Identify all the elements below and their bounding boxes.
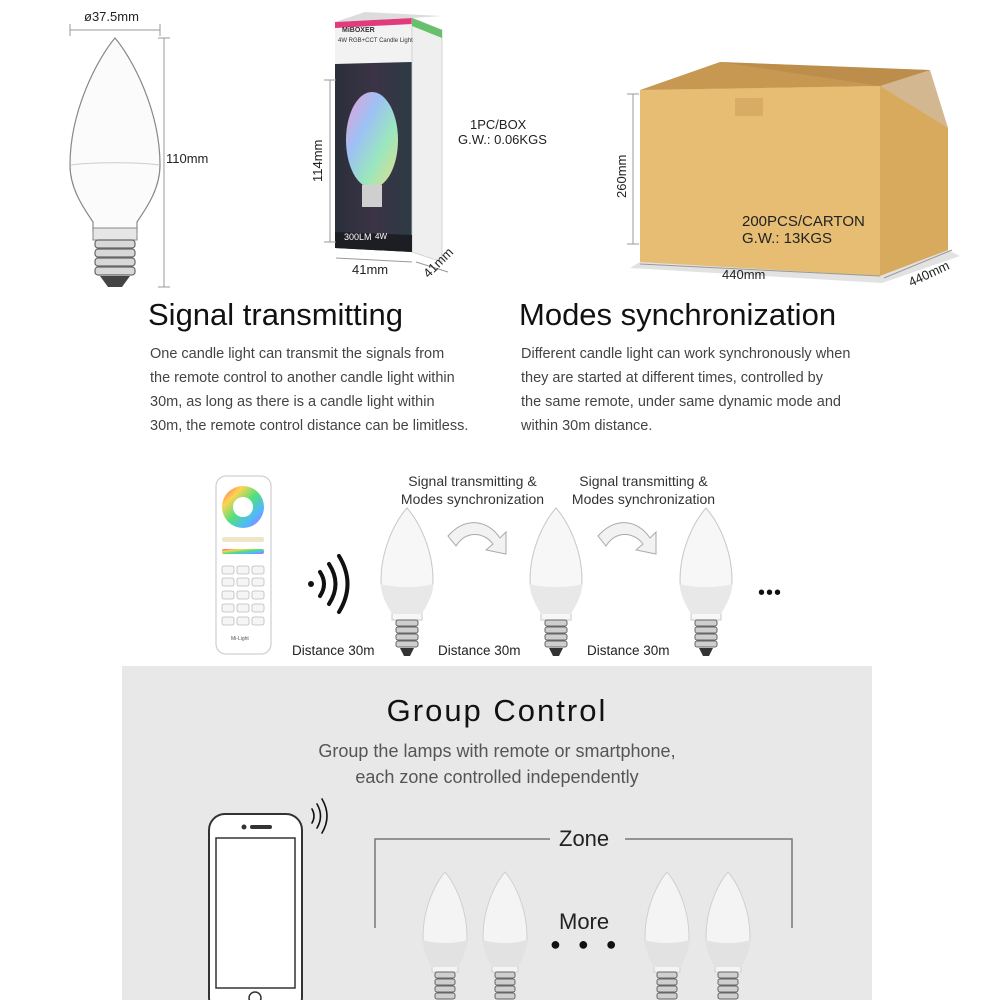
modes-line: within 30m distance. <box>521 418 653 434</box>
box-brand-print: MiBOXER <box>342 27 375 34</box>
distance-label: Distance 30m <box>292 643 375 658</box>
curved-arrow-icon <box>597 522 657 555</box>
box-weight-label: G.W.: 0.06KGS <box>458 132 547 147</box>
chain-bulb <box>529 507 583 657</box>
distance-label: Distance 30m <box>587 643 670 658</box>
remote-brand-label: Mi-Light <box>231 636 249 642</box>
carton-width-label: 440mm <box>722 267 766 282</box>
modes-line: Different candle light can work synchron… <box>521 346 851 362</box>
zone-label: Zone <box>559 826 610 851</box>
box-power-print: 4W <box>375 232 387 241</box>
modes-line: they are started at different times, con… <box>521 370 823 386</box>
chain-bulb <box>679 507 733 657</box>
signal-line: 30m, the remote control distance can be … <box>150 418 469 434</box>
group-control-title: Group Control <box>386 693 608 728</box>
smartphone-drawing <box>208 813 303 1000</box>
box-height-label: 114mm <box>310 139 325 182</box>
signal-description: One candle light can transmit the signal… <box>150 342 490 438</box>
chain-caption-line: Signal transmitting & <box>408 473 537 489</box>
chain-caption-line: Modes synchronization <box>571 491 716 507</box>
signal-line: the remote control to another candle lig… <box>150 370 455 386</box>
more-ellipsis: ••• <box>758 582 783 604</box>
signal-title: Signal transmitting <box>148 297 404 332</box>
bulb-height-label: 110mm <box>166 151 209 166</box>
curved-arrow-icon <box>447 522 507 555</box>
group-subtitle-line: Group the lamps with remote or smartphon… <box>318 741 676 761</box>
chain-bulb <box>380 507 434 657</box>
group-control-diagram <box>208 798 793 1000</box>
zone-bulb <box>422 871 468 1000</box>
chain-caption: Signal transmitting & Modes synchronizat… <box>561 472 726 508</box>
shipping-carton-drawing <box>630 62 960 283</box>
box-pcs-label: 1PC/BOX <box>470 117 527 132</box>
chain-caption: Signal transmitting & Modes synchronizat… <box>390 472 555 508</box>
modes-line: the same remote, under same dynamic mode… <box>521 394 841 410</box>
signal-line: 30m, as long as there is a candle light … <box>150 394 435 410</box>
product-dimension-drawings <box>69 12 960 288</box>
chain-caption-line: Modes synchronization <box>400 491 545 507</box>
zone-bulb <box>644 871 690 1000</box>
bulb-diameter-label: ø37.5mm <box>84 9 139 24</box>
distance-label: Distance 30m <box>438 643 521 658</box>
group-subtitle-line: each zone controlled independently <box>355 767 639 787</box>
zone-bulb <box>482 871 528 1000</box>
box-width-label: 41mm <box>352 262 389 277</box>
box-lumen-print: 300LM <box>344 232 372 242</box>
box-info: 1PC/BOX G.W.: 0.06KGS <box>458 117 547 147</box>
more-dots: ● ● ● <box>550 934 623 954</box>
carton-weight-label: G.W.: 13KGS <box>742 230 833 247</box>
box-model-print: 4W RGB+CCT Candle Light <box>338 38 413 44</box>
signal-chain-diagram <box>215 475 733 657</box>
carton-pcs-label: 200PCS/CARTON <box>742 213 865 230</box>
phone-signal-icon <box>311 798 328 834</box>
wireless-signal-icon <box>308 554 350 614</box>
carton-info: 200PCS/CARTON G.W.: 13KGS <box>742 213 865 247</box>
zone-bulb <box>705 871 751 1000</box>
signal-line: One candle light can transmit the signal… <box>150 346 445 362</box>
group-control-subtitle: Group the lamps with remote or smartphon… <box>122 738 872 790</box>
chain-caption-line: Signal transmitting & <box>579 473 708 489</box>
group-control-panel: Group Control Group the lamps with remot… <box>122 666 872 1000</box>
carton-height-label: 260mm <box>614 154 629 198</box>
modes-description: Different candle light can work synchron… <box>521 342 871 438</box>
zone-bracket <box>374 838 793 928</box>
remote-control-drawing <box>215 475 272 655</box>
retail-box-drawing <box>335 12 443 263</box>
candle-bulb-drawing <box>69 37 161 287</box>
more-label: More <box>559 909 610 934</box>
modes-title: Modes synchronization <box>519 297 837 332</box>
